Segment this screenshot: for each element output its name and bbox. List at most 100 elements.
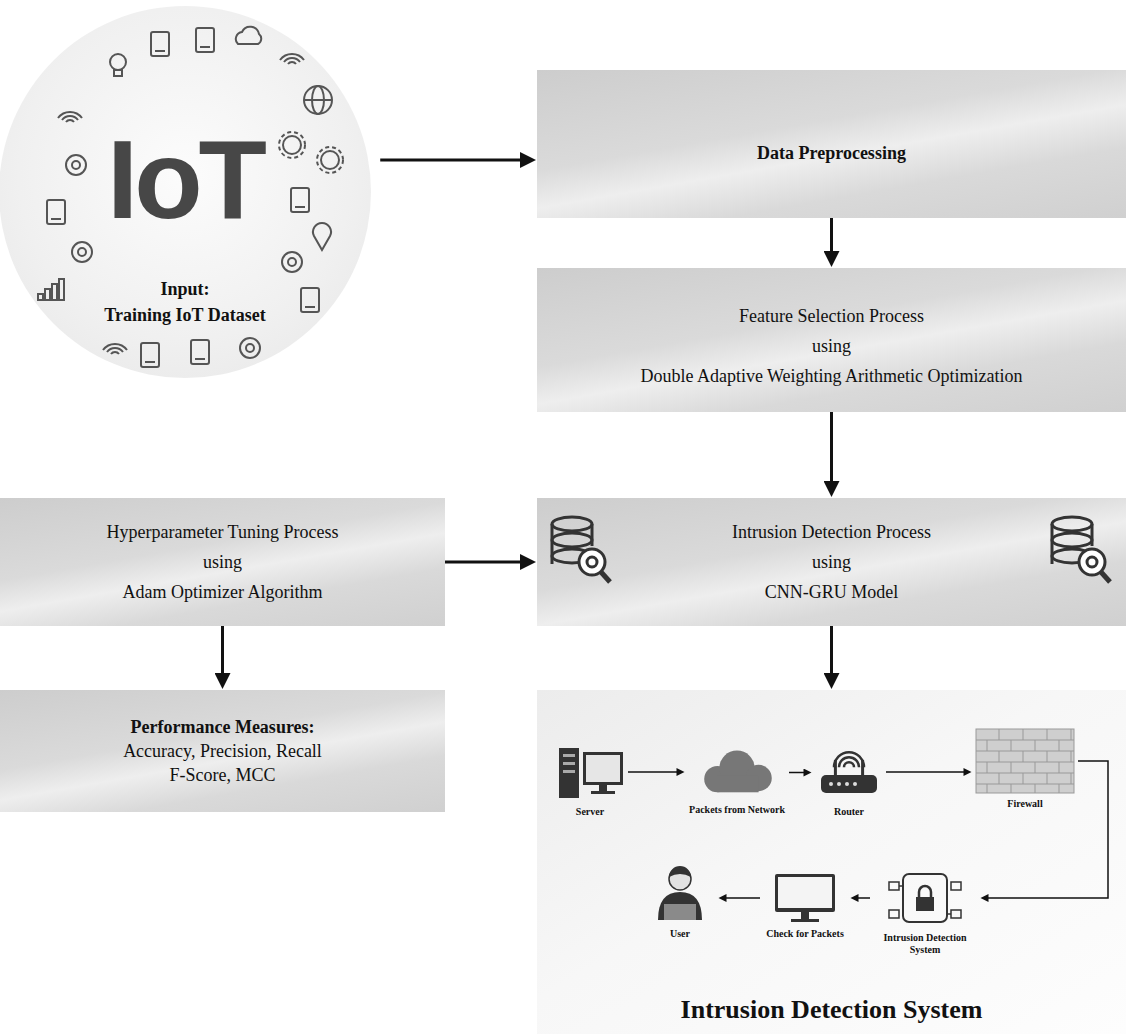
ids-icon: Intrusion Detection System [873, 868, 977, 955]
drawing-part [191, 340, 209, 364]
connector-arrow [628, 771, 681, 773]
system-panel: Intrusion Detection System ServerPackets … [537, 690, 1126, 1034]
drawing-part [778, 877, 832, 908]
drawing-part [38, 294, 43, 300]
drawing-part [291, 188, 309, 212]
monitor-icon: Check for Packets [763, 872, 847, 940]
drawing-part [304, 86, 332, 114]
drawing-part [976, 751, 1074, 752]
drawing-part [236, 27, 261, 44]
node-heading: Data Preprocessing [757, 138, 906, 168]
drawing-part [1051, 524, 1054, 564]
drawing-part [658, 892, 702, 920]
drawing-part [240, 338, 260, 358]
drawing-part [103, 344, 127, 350]
drawing-part [1071, 729, 1072, 740]
drawing-part [552, 517, 592, 531]
drawing-part [1047, 751, 1048, 762]
drawing-part [304, 86, 332, 114]
node-text: F-Score, MCC [169, 763, 275, 787]
input-circle: IoT Input: Training IoT Dataset [0, 6, 371, 378]
drawing-part [78, 248, 86, 256]
drawing-part [999, 729, 1000, 740]
drawing-part [280, 54, 304, 64]
database-icon [1052, 517, 1110, 582]
drawing-part [1079, 549, 1105, 575]
user-icon: User [645, 862, 715, 940]
drawing-part [66, 155, 86, 175]
drawing-part [284, 58, 300, 62]
connector-arrow [830, 412, 833, 489]
drawing-part [717, 775, 758, 792]
drawing-part [552, 533, 592, 547]
drawing-part [111, 352, 119, 354]
drawing-part [1059, 740, 1060, 751]
connector-arrow [723, 897, 761, 899]
drawing-part [563, 754, 575, 757]
drawing-part [844, 762, 854, 767]
node-text: Training IoT Dataset [0, 304, 371, 326]
node-heading: Intrusion Detection System [537, 994, 1126, 1026]
drawing-part [1052, 517, 1092, 531]
drawing-part [1071, 751, 1072, 762]
drawing-part [987, 740, 988, 751]
drawing-part [947, 913, 951, 915]
connector-arrow [855, 897, 871, 899]
result-box: Performance Measures:Accuracy, Precision… [0, 690, 445, 812]
drawing-part [321, 151, 339, 169]
drawing-part [196, 28, 214, 52]
drawing-part [829, 782, 833, 786]
drawing-part [191, 340, 209, 364]
device-label: Intrusion Detection System [873, 932, 977, 955]
ids-icon [873, 868, 977, 928]
drawing-part [283, 136, 301, 154]
drawing-part [601, 572, 610, 582]
drawing-part [291, 188, 309, 212]
drawing-part [987, 762, 988, 773]
server-icon: Server [555, 742, 625, 818]
drawing-part [304, 99, 332, 101]
monitor-icon [763, 872, 847, 924]
connector-arrow [830, 626, 833, 681]
drawing-part [551, 524, 554, 564]
drawing-part [52, 284, 57, 300]
drawing-part [583, 752, 623, 785]
drawing-part [58, 112, 82, 118]
node-heading: IoT [0, 124, 371, 236]
node-text: Input: [0, 278, 371, 300]
drawing-part [66, 155, 86, 175]
drawing-part [196, 28, 214, 52]
device-label: Packets from Network [688, 804, 786, 816]
drawing-part [1035, 740, 1036, 751]
drawing-part [1047, 773, 1048, 784]
drawing-part [110, 54, 126, 70]
drawing-part [1047, 729, 1048, 740]
drawing-part [114, 70, 122, 76]
node-text: Adam Optimizer Algorithm [123, 577, 323, 607]
drawing-part [72, 161, 80, 169]
drawing-part [151, 32, 169, 56]
drawing-part [151, 32, 169, 56]
drawing-part [47, 200, 65, 224]
drawing-part [839, 757, 859, 767]
device-label: Check for Packets [763, 928, 847, 940]
drawing-part [282, 252, 302, 272]
drawing-part [246, 344, 254, 352]
node-text: using [812, 547, 851, 577]
database-icon [552, 517, 610, 582]
drawing-part [1087, 557, 1097, 567]
drawing-part [1052, 533, 1092, 547]
drawing-part [155, 50, 165, 52]
node-heading: Hyperparameter Tuning Process [107, 517, 339, 547]
drawing-part [282, 252, 302, 272]
process-box: Hyperparameter Tuning ProcessusingAdam O… [0, 498, 445, 626]
drawing-part [107, 348, 123, 352]
drawing-part [1011, 784, 1012, 793]
device-label: Router [815, 806, 883, 818]
drawing-part [1011, 762, 1012, 773]
node-text: CNN-GRU Model [765, 577, 899, 607]
drawing-part [195, 358, 205, 360]
drawing-part [45, 289, 50, 300]
drawing-part [976, 773, 1074, 774]
connector-arrow [380, 159, 528, 162]
